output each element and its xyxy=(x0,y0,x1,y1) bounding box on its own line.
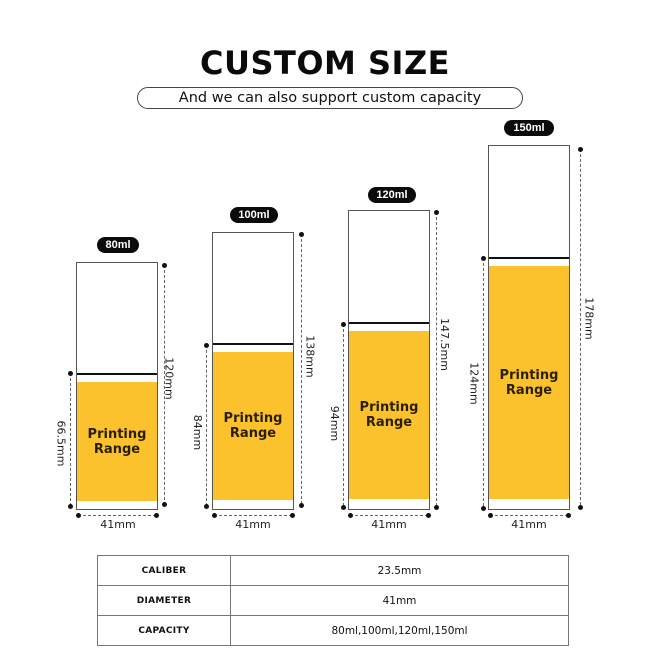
capacity-pill: 80ml xyxy=(97,237,139,253)
dimension-dot xyxy=(154,513,159,518)
printing-range-area: Printing Range xyxy=(349,331,429,499)
table-row: CALIBER 23.5mm xyxy=(97,555,569,586)
printing-range-label: Printing Range xyxy=(499,367,559,398)
printing-range-area: Printing Range xyxy=(213,352,293,500)
dimension-dot xyxy=(481,506,486,511)
dimension-dot xyxy=(68,504,73,509)
dimension-dot xyxy=(212,513,217,518)
neck-line xyxy=(77,373,157,375)
width-dimension-line xyxy=(78,515,156,516)
dimension-dot xyxy=(578,147,583,152)
dimension-dot xyxy=(341,322,346,327)
width-dimension-line xyxy=(350,515,428,516)
total-height-dimension-line xyxy=(580,149,581,505)
dimension-dot xyxy=(162,263,167,268)
total-height-label: 147.5mm xyxy=(437,318,451,371)
subtitle-badge: And we can also support custom capacity xyxy=(137,87,523,109)
capacity-pill: 120ml xyxy=(368,187,416,203)
bottle-outline: Printing Range xyxy=(212,232,294,510)
dimension-dot xyxy=(426,513,431,518)
printing-range-label: Printing Range xyxy=(223,411,283,441)
print-height-label: 84mm xyxy=(191,414,205,451)
print-height-label: 66.5mm xyxy=(54,420,68,467)
width-dimension-line xyxy=(490,515,568,516)
page-title: CUSTOM SIZE xyxy=(199,44,451,82)
spec-table: CALIBER 23.5mm DIAMETER 41mm CAPACITY 80… xyxy=(97,555,569,646)
dimension-dot xyxy=(290,513,295,518)
neck-line xyxy=(349,322,429,324)
spec-key-diameter: DIAMETER xyxy=(97,585,231,616)
dimension-dot xyxy=(299,232,304,237)
capacity-pill: 100ml xyxy=(230,207,278,223)
table-row: DIAMETER 41mm xyxy=(97,585,569,616)
print-height-dimension-line xyxy=(343,324,344,506)
width-label: 41mm xyxy=(100,518,136,531)
dimension-dot xyxy=(204,343,209,348)
dimension-dot xyxy=(348,513,353,518)
table-row: CAPACITY 80ml,100ml,120ml,150ml xyxy=(97,615,569,646)
printing-range-area: Printing Range xyxy=(489,266,569,499)
print-height-dimension-line xyxy=(70,373,71,506)
spec-value-diameter: 41mm xyxy=(230,585,569,616)
print-height-dimension-line xyxy=(206,345,207,506)
dimension-dot xyxy=(566,513,571,518)
dimension-dot xyxy=(68,371,73,376)
width-label: 41mm xyxy=(371,518,407,531)
capacity-pill: 150ml xyxy=(504,120,554,136)
total-height-label: 120mm xyxy=(162,357,176,400)
dimension-dot xyxy=(204,504,209,509)
dimension-dot xyxy=(341,505,346,510)
spec-key-capacity: CAPACITY xyxy=(97,615,231,646)
bottle-outline: Printing Range xyxy=(348,210,430,510)
dimension-dot xyxy=(481,256,486,261)
width-label: 41mm xyxy=(235,518,271,531)
bottle-outline: Printing Range xyxy=(488,145,570,510)
dimension-dot xyxy=(162,502,167,507)
total-height-dimension-line xyxy=(301,234,302,504)
dimension-dot xyxy=(578,505,583,510)
print-height-label: 94mm xyxy=(328,405,342,442)
total-height-dimension-line xyxy=(164,265,165,505)
neck-line xyxy=(489,257,569,259)
printing-range-area: Printing Range xyxy=(77,382,157,501)
dimension-dot xyxy=(299,503,304,508)
dimension-dot xyxy=(488,513,493,518)
total-height-dimension-line xyxy=(436,212,437,506)
print-height-label: 124mm xyxy=(467,362,481,405)
total-height-label: 178mm xyxy=(582,297,596,340)
print-height-dimension-line xyxy=(483,258,484,506)
dimension-dot xyxy=(434,505,439,510)
spec-value-capacity: 80ml,100ml,120ml,150ml xyxy=(230,615,569,646)
neck-line xyxy=(213,343,293,345)
dimension-dot xyxy=(76,513,81,518)
printing-range-label: Printing Range xyxy=(359,400,419,430)
bottle-outline: Printing Range xyxy=(76,262,158,510)
spec-value-caliber: 23.5mm xyxy=(230,555,569,586)
total-height-label: 138mm xyxy=(303,335,317,378)
printing-range-label: Printing Range xyxy=(87,426,147,457)
dimension-dot xyxy=(434,210,439,215)
width-dimension-line xyxy=(214,515,292,516)
spec-key-caliber: CALIBER xyxy=(97,555,231,586)
width-label: 41mm xyxy=(511,518,547,531)
